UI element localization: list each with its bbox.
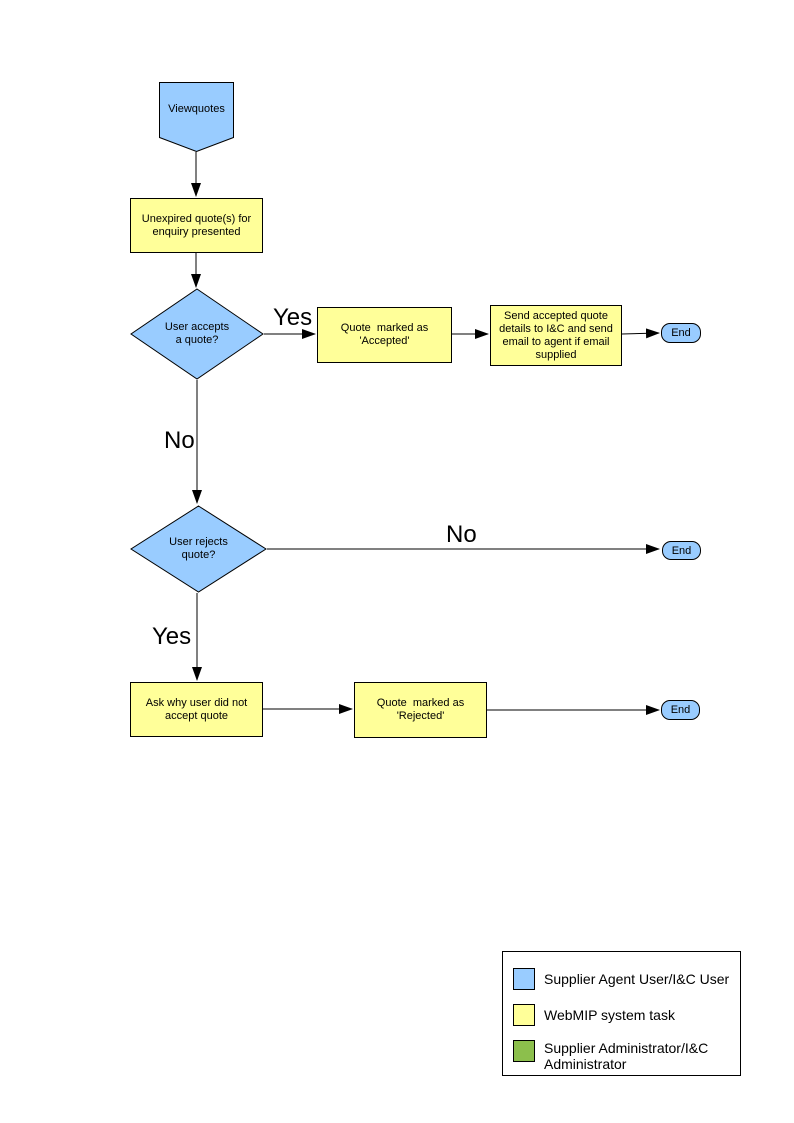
task-mark-accepted: Quote marked as 'Accepted' [317, 307, 452, 363]
pentagon-shape [159, 82, 234, 152]
end-node-not-rejected: End [662, 541, 701, 560]
edge-label-reject-yes: Yes [152, 623, 192, 650]
diamond-shape [130, 505, 267, 593]
start-node-label: Viewquotes [168, 103, 225, 115]
legend-label: WebMIP system task [544, 1007, 675, 1023]
legend-label: Supplier Administrator/I&C Administrator [544, 1040, 709, 1072]
edge-label-reject-no: No [446, 521, 477, 548]
task-ask-why: Ask why user did not accept quote [130, 682, 263, 737]
task-unexpired-quotes: Unexpired quote(s) for enquiry presented [130, 198, 263, 253]
legend-swatch-green [513, 1040, 535, 1062]
decision-user-accepts-label: User accepts a quote? [164, 321, 233, 346]
decision-user-rejects: User rejects quote? [130, 505, 267, 593]
edge-label-accept-no: No [164, 427, 195, 454]
legend-item-webmip-system-task: WebMIP system task [513, 1004, 733, 1026]
legend-item-supplier-administrator: Supplier Administrator/I&C Administrator [513, 1040, 733, 1072]
task-send-accepted-details: Send accepted quote details to I&C and s… [490, 305, 622, 366]
legend-item-supplier-agent-user: Supplier Agent User/I&C User [513, 968, 733, 990]
task-mark-rejected: Quote marked as 'Rejected' [354, 682, 487, 738]
edge-label-accept-yes: Yes [273, 304, 313, 331]
legend-label: Supplier Agent User/I&C User [544, 971, 730, 987]
end-node-accepted: End [661, 323, 701, 343]
legend-swatch-yellow [513, 1004, 535, 1026]
start-node: Viewquotes [159, 82, 234, 152]
diamond-shape [130, 288, 264, 380]
legend-box: Supplier Agent User/I&C User WebMIP syst… [502, 951, 741, 1076]
legend-swatch-blue [513, 968, 535, 990]
edge-send-to-end [621, 328, 660, 339]
end-node-rejected: End [661, 700, 700, 720]
decision-user-rejects-label: User rejects quote? [169, 536, 231, 561]
decision-user-accepts: User accepts a quote? [130, 288, 264, 380]
